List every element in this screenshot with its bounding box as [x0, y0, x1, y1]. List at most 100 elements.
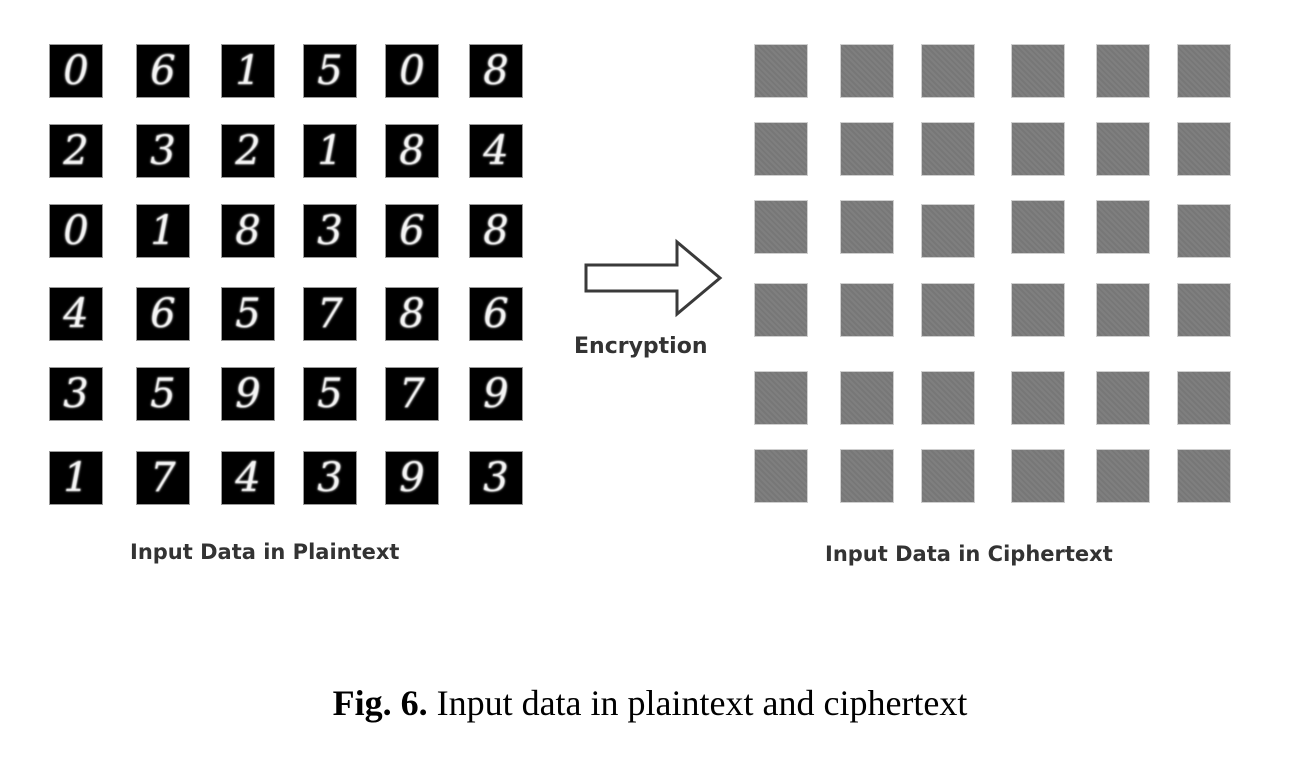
digit-glyph: 1 [150, 208, 176, 254]
digit-glyph: 1 [317, 128, 343, 174]
digit-glyph: 3 [317, 208, 343, 254]
plaintext-digit-tile: 3 [303, 451, 357, 505]
digit-glyph: 4 [63, 291, 89, 337]
ciphertext-tile [1096, 283, 1150, 337]
ciphertext-tile [1011, 44, 1065, 98]
plaintext-digit-tile: 2 [49, 124, 103, 178]
plaintext-digit-tile: 5 [136, 367, 190, 421]
digit-glyph: 1 [235, 48, 261, 94]
digit-glyph: 2 [63, 128, 89, 174]
ciphertext-tile [1096, 449, 1150, 503]
ciphertext-tile [1011, 122, 1065, 176]
digit-glyph: 8 [399, 291, 425, 337]
digit-glyph: 5 [150, 371, 176, 417]
plaintext-digit-tile: 3 [469, 451, 523, 505]
plaintext-digit-tile: 3 [49, 367, 103, 421]
ciphertext-tile [840, 122, 894, 176]
ciphertext-tile [921, 449, 975, 503]
plaintext-digit-tile: 3 [136, 124, 190, 178]
plaintext-digit-tile: 3 [303, 204, 357, 258]
digit-glyph: 4 [235, 455, 261, 501]
plaintext-digit-tile: 5 [303, 367, 357, 421]
ciphertext-tile [1096, 200, 1150, 254]
digit-glyph: 6 [150, 48, 176, 94]
plaintext-digit-tile: 4 [469, 124, 523, 178]
ciphertext-tile [1177, 44, 1231, 98]
plaintext-digit-tile: 9 [469, 367, 523, 421]
ciphertext-tile [754, 200, 808, 254]
digit-glyph: 8 [483, 48, 509, 94]
plaintext-digit-tile: 1 [221, 44, 275, 98]
plaintext-digit-tile: 5 [303, 44, 357, 98]
plaintext-caption: Input Data in Plaintext [130, 540, 400, 564]
digit-glyph: 1 [63, 455, 89, 501]
encryption-label: Encryption [574, 334, 708, 359]
ciphertext-tile [921, 371, 975, 425]
plaintext-digit-tile: 0 [49, 204, 103, 258]
ciphertext-tile [754, 283, 808, 337]
digit-glyph: 3 [63, 371, 89, 417]
ciphertext-tile [1096, 371, 1150, 425]
ciphertext-tile [840, 44, 894, 98]
digit-glyph: 9 [483, 371, 509, 417]
digit-glyph: 2 [235, 128, 261, 174]
ciphertext-tile [921, 44, 975, 98]
plaintext-digit-tile: 6 [385, 204, 439, 258]
plaintext-digit-tile: 8 [221, 204, 275, 258]
digit-glyph: 8 [235, 208, 261, 254]
plaintext-digit-tile: 1 [136, 204, 190, 258]
digit-glyph: 5 [317, 48, 343, 94]
right-arrow-icon [584, 238, 723, 318]
ciphertext-caption: Input Data in Ciphertext [825, 542, 1113, 566]
plaintext-digit-tile: 6 [469, 287, 523, 341]
ciphertext-tile [1011, 200, 1065, 254]
ciphertext-tile [754, 122, 808, 176]
ciphertext-tile [754, 371, 808, 425]
digit-glyph: 6 [483, 291, 509, 337]
ciphertext-tile [840, 371, 894, 425]
ciphertext-tile [921, 283, 975, 337]
ciphertext-tile [840, 200, 894, 254]
plaintext-digit-tile: 1 [49, 451, 103, 505]
plaintext-digit-tile: 0 [385, 44, 439, 98]
plaintext-digit-tile: 7 [136, 451, 190, 505]
digit-glyph: 0 [63, 208, 89, 254]
plaintext-digit-tile: 8 [469, 204, 523, 258]
digit-glyph: 9 [399, 455, 425, 501]
ciphertext-tile [1177, 449, 1231, 503]
figure-label: Fig. 6. [332, 683, 428, 723]
plaintext-digit-tile: 6 [136, 44, 190, 98]
digit-glyph: 9 [235, 371, 261, 417]
plaintext-digit-tile: 6 [136, 287, 190, 341]
digit-glyph: 7 [317, 291, 343, 337]
ciphertext-tile [1177, 283, 1231, 337]
plaintext-digit-tile: 8 [469, 44, 523, 98]
plaintext-digit-tile: 7 [385, 367, 439, 421]
digit-glyph: 8 [399, 128, 425, 174]
plaintext-digit-tile: 9 [221, 367, 275, 421]
digit-glyph: 3 [150, 128, 176, 174]
ciphertext-tile [1177, 204, 1231, 258]
plaintext-digit-tile: 2 [221, 124, 275, 178]
digit-glyph: 4 [483, 128, 509, 174]
digit-glyph: 3 [483, 455, 509, 501]
plaintext-digit-tile: 9 [385, 451, 439, 505]
ciphertext-tile [840, 283, 894, 337]
plaintext-digit-tile: 0 [49, 44, 103, 98]
figure-caption: Fig. 6. Input data in plaintext and ciph… [0, 682, 1300, 724]
ciphertext-tile [1011, 371, 1065, 425]
ciphertext-tile [840, 449, 894, 503]
plaintext-digit-tile: 8 [385, 287, 439, 341]
ciphertext-tile [754, 44, 808, 98]
digit-glyph: 7 [150, 455, 176, 501]
ciphertext-tile [1096, 122, 1150, 176]
digit-glyph: 0 [63, 48, 89, 94]
ciphertext-tile [1011, 283, 1065, 337]
ciphertext-tile [921, 204, 975, 258]
plaintext-digit-tile: 4 [49, 287, 103, 341]
digit-glyph: 3 [317, 455, 343, 501]
ciphertext-tile [754, 449, 808, 503]
ciphertext-tile [1096, 44, 1150, 98]
figure-caption-text: Input data in plaintext and ciphertext [427, 683, 968, 723]
digit-glyph: 0 [399, 48, 425, 94]
